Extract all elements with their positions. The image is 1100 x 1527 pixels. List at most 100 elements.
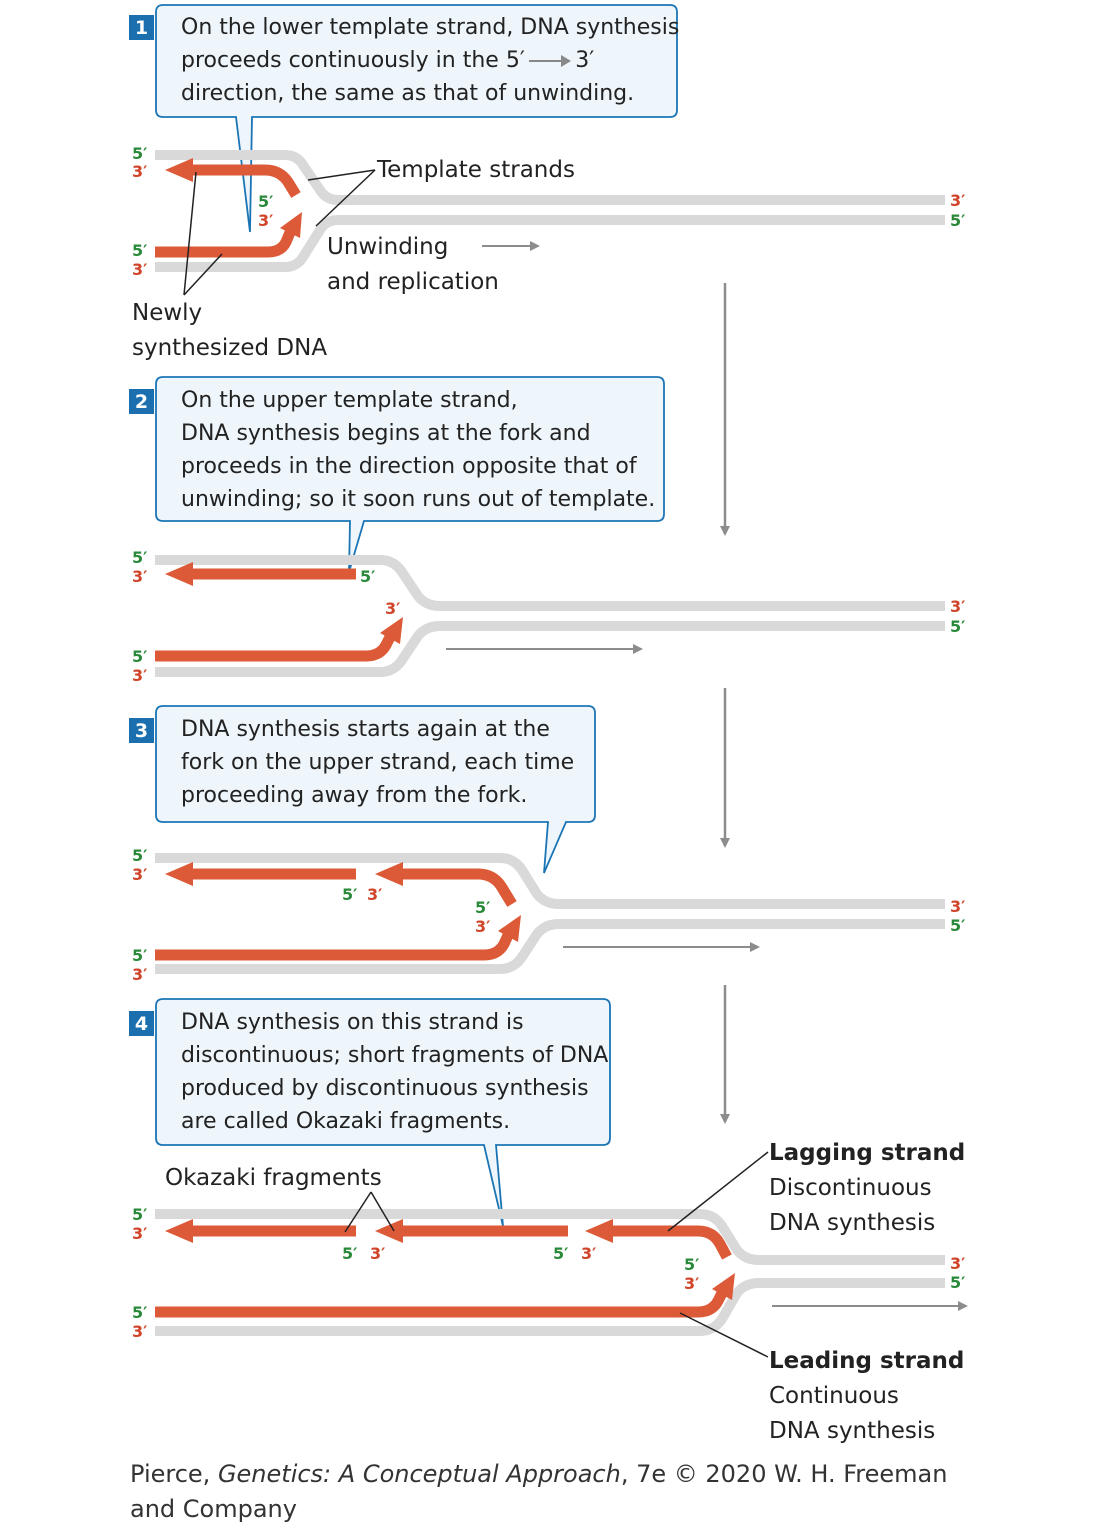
end-label: 5′ — [132, 647, 147, 666]
callout-line: DNA synthesis starts again at the — [181, 717, 550, 742]
callout-line: produced by discontinuous synthesis — [181, 1076, 589, 1101]
template-strands-3 — [155, 853, 945, 974]
end-label: 5′ — [950, 211, 965, 230]
template-strands-1 — [155, 150, 945, 272]
end-label: 5′ — [132, 846, 147, 865]
step-number-3: 3 — [135, 720, 148, 742]
callout-3: 3 — [129, 705, 596, 874]
leader-lines-4 — [344, 1151, 769, 1358]
callout-line: DNA synthesis begins at the fork and — [181, 421, 591, 446]
end-label: 5′ — [132, 548, 147, 567]
end-label: 5′ — [342, 1244, 357, 1263]
end-label: 5′ — [132, 241, 147, 260]
end-label: 5′ — [132, 946, 147, 965]
template-strands-2 — [155, 555, 945, 677]
callout-line-fragment: proceeds continuously in the 5′ — [181, 48, 530, 73]
end-label: 3′ — [950, 191, 965, 210]
callout-line: proceeds in the direction opposite that … — [181, 454, 637, 479]
credit-author: Pierce, — [130, 1460, 218, 1488]
end-label: 3′ — [367, 885, 382, 904]
end-label: 5′ — [360, 567, 375, 586]
end-label: 3′ — [684, 1274, 699, 1293]
callout-line: fork on the upper strand, each time — [181, 750, 575, 775]
template-strands-4 — [155, 1209, 945, 1336]
step-number-2: 2 — [135, 391, 148, 413]
callout-line: DNA synthesis on this strand is — [181, 1010, 524, 1035]
template-strands-label: Template strands — [376, 157, 575, 183]
callout-2-text: On the upper template strand, DNA synthe… — [181, 384, 655, 516]
end-label: 3′ — [370, 1244, 385, 1263]
lagging-strand-line1: Discontinuous — [769, 1175, 932, 1201]
step-badge-4 — [129, 1011, 154, 1036]
leading-strand-title: Leading strand — [769, 1348, 964, 1374]
callout-line: proceeding away from the fork. — [181, 783, 528, 808]
end-label: 3′ — [132, 1224, 147, 1243]
new-strands-2 — [155, 562, 403, 662]
end-label: 5′ — [553, 1244, 568, 1263]
end-label: 5′ — [950, 1273, 965, 1292]
end-label: 3′ — [132, 965, 147, 984]
end-label: 3′ — [132, 162, 147, 181]
end-label: 5′ — [132, 1303, 147, 1322]
lagging-strand-title: Lagging strand — [769, 1140, 965, 1166]
newly-label: Newly — [132, 300, 202, 326]
credit-publisher: , 7e © 2020 W. H. Freeman and Company — [130, 1460, 948, 1523]
unwinding-label: Unwinding — [327, 234, 448, 260]
leader-lines-1 — [183, 169, 376, 296]
lagging-strand-line2: DNA synthesis — [769, 1210, 935, 1236]
panel-4: 4 5′ 3′ 5′ 3′ 5′ 3′ 5′ 3′ 5′ 3′ 3′ 5′ Ok… — [129, 998, 968, 1444]
okazaki-label: Okazaki fragments — [165, 1165, 382, 1191]
leading-strand-line1: Continuous — [769, 1383, 899, 1409]
callout-line: On the upper template strand, — [181, 388, 518, 413]
end-label: 5′ — [258, 192, 273, 211]
synthesized-dna-label: synthesized DNA — [132, 335, 327, 361]
end-label: 3′ — [475, 917, 490, 936]
end-label: 5′ — [950, 617, 965, 636]
end-label: 3′ — [132, 260, 147, 279]
panel-3: 3 5′ 3′ 5′ 3′ 5′ 3′ 5′ 3′ 3′ 5′ — [129, 705, 965, 984]
end-label: 3′ — [950, 897, 965, 916]
new-strands-4 — [155, 1219, 735, 1318]
callout-3-text: DNA synthesis starts again at the fork o… — [181, 713, 574, 812]
callout-4: 4 — [129, 998, 611, 1227]
callout-line: are called Okazaki fragments. — [181, 1109, 511, 1134]
callout-4-text: DNA synthesis on this strand is disconti… — [181, 1006, 608, 1138]
end-label: 3′ — [385, 599, 400, 618]
callout-1-text: On the lower template strand, DNA synthe… — [181, 11, 679, 110]
end-label: 5′ — [684, 1255, 699, 1274]
new-strands-1 — [155, 158, 302, 258]
step-badge-2 — [129, 389, 154, 414]
panel-2: 2 5′ 3′ 5′ 3′ 5′ 3′ 3′ 5′ — [129, 376, 965, 685]
credit-line: Pierce, Genetics: A Conceptual Approach,… — [130, 1457, 990, 1527]
step-number-4: 4 — [135, 1013, 148, 1035]
step-number-1: 1 — [135, 17, 148, 39]
end-label: 5′ — [132, 1205, 147, 1224]
end-label: 5′ — [132, 144, 147, 163]
callout-line: discontinuous; short fragments of DNA — [181, 1043, 609, 1068]
replication-label: and replication — [327, 269, 499, 295]
end-label: 3′ — [132, 1322, 147, 1341]
end-label: 5′ — [950, 916, 965, 935]
callout-line: On the lower template strand, DNA synthe… — [181, 15, 680, 40]
callout-line-end: 3′ — [575, 48, 595, 73]
callout-line: unwinding; so it soon runs out of templa… — [181, 487, 656, 512]
end-label: 3′ — [950, 1254, 965, 1273]
right-arrow-icon — [529, 55, 572, 67]
callout-line: proceeds continuously in the 5′ 3′ — [181, 44, 679, 77]
end-label: 5′ — [342, 885, 357, 904]
end-label: 3′ — [132, 666, 147, 685]
end-label: 3′ — [950, 597, 965, 616]
end-label: 3′ — [258, 211, 273, 230]
callout-line: direction, the same as that of unwinding… — [181, 81, 635, 106]
end-label: 3′ — [132, 567, 147, 586]
end-label: 5′ — [475, 898, 490, 917]
end-label: 3′ — [581, 1244, 596, 1263]
credit-book-title: Genetics: A Conceptual Approach — [217, 1460, 621, 1488]
step-badge-3 — [129, 718, 154, 743]
new-strands-3 — [155, 862, 521, 961]
step-badge-1 — [129, 15, 154, 40]
callout-2: 2 — [129, 376, 665, 573]
leading-strand-line2: DNA synthesis — [769, 1418, 935, 1444]
end-label: 3′ — [132, 865, 147, 884]
